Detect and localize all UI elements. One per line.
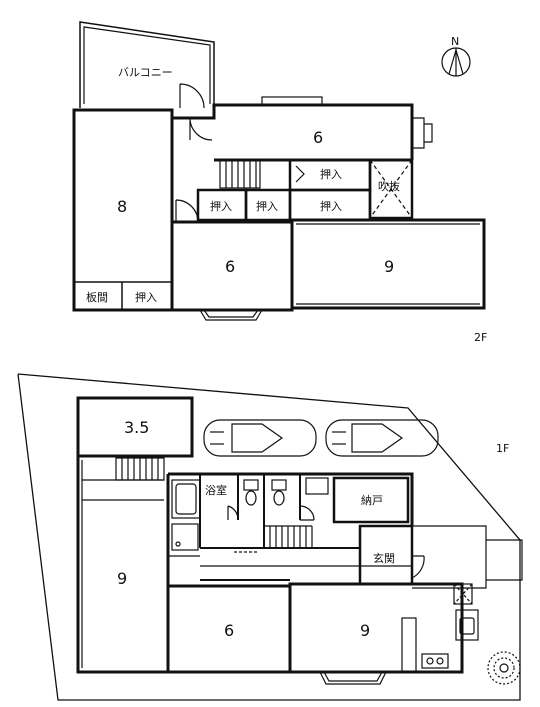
parked-car-right — [325, 419, 439, 457]
fukinuke-label: 吹抜 — [378, 179, 400, 193]
closet-d-label: 押入 — [320, 199, 342, 213]
closet-a-label: 押入 — [320, 167, 342, 181]
floor-1f-walls — [17, 373, 523, 701]
room-9-label: 9 — [384, 257, 394, 276]
closet-b-label: 押入 — [210, 199, 232, 213]
room-35-label: 3.5 — [124, 418, 149, 437]
room-9-right-label: 9 — [360, 621, 370, 640]
entrance-label: 玄関 — [373, 551, 395, 565]
closet-c-label: 押入 — [256, 199, 278, 213]
north-compass — [441, 47, 471, 77]
garden-shrub — [487, 651, 521, 685]
room-6-bottom-label: 6 — [225, 257, 235, 276]
floor-2f-label: 2F — [474, 331, 487, 344]
compass-letter: N — [451, 35, 459, 48]
room-8-label: 8 — [117, 197, 127, 216]
room-6-1f-label: 6 — [224, 621, 234, 640]
storage-label: 納戸 — [361, 494, 383, 507]
bath-label: 浴室 — [205, 483, 227, 497]
itama-label: 板間 — [86, 290, 108, 304]
floor-2f-walls — [72, 21, 486, 321]
floor-1f-label: 1F — [496, 442, 509, 455]
room-6-top-label: 6 — [313, 128, 323, 147]
closet-e-label: 押入 — [135, 290, 157, 304]
parked-car-left — [203, 419, 317, 457]
balcony-label: バルコニー — [118, 66, 173, 79]
room-9-left-label: 9 — [117, 569, 127, 588]
